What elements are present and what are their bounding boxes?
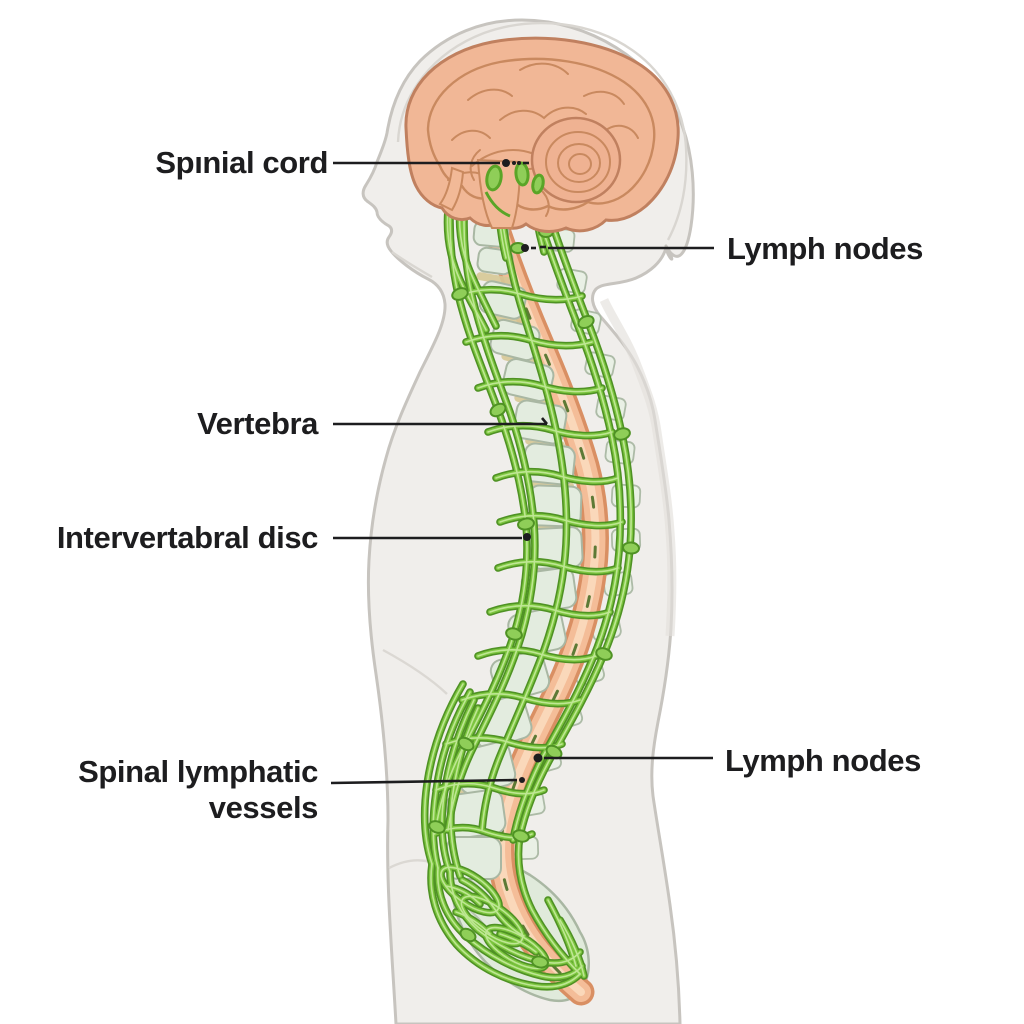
label-intervertebral-disc: Intervertabral disc [56,520,319,555]
label-spinal-lymphatic-vessels: Spinal lymphatic vessels [40,754,318,826]
leader-spinal-cord [333,159,529,167]
label-spinal-lymphatic-vessels-line1: Spinal lymphatic [78,754,318,789]
label-spinal-cord: Spınial cord [155,145,328,180]
leader-vertebra [333,417,548,426]
leader-spinal-lymphatic-vessels [330,777,525,785]
label-lymph-nodes-upper: Lymph nodes [727,231,923,266]
cerebellum [530,116,622,204]
label-lymph-nodes-lower: Lymph nodes [725,743,921,778]
leader-lymph-nodes-upper [521,244,714,252]
label-spinal-lymphatic-vessels-line2: vessels [208,790,319,825]
label-vertebra: Vertebra [197,406,318,441]
leader-lines [330,159,714,785]
leader-lymph-nodes-lower [533,753,713,763]
brain-illustration [404,36,680,233]
leader-intervertebral-disc [333,533,531,541]
